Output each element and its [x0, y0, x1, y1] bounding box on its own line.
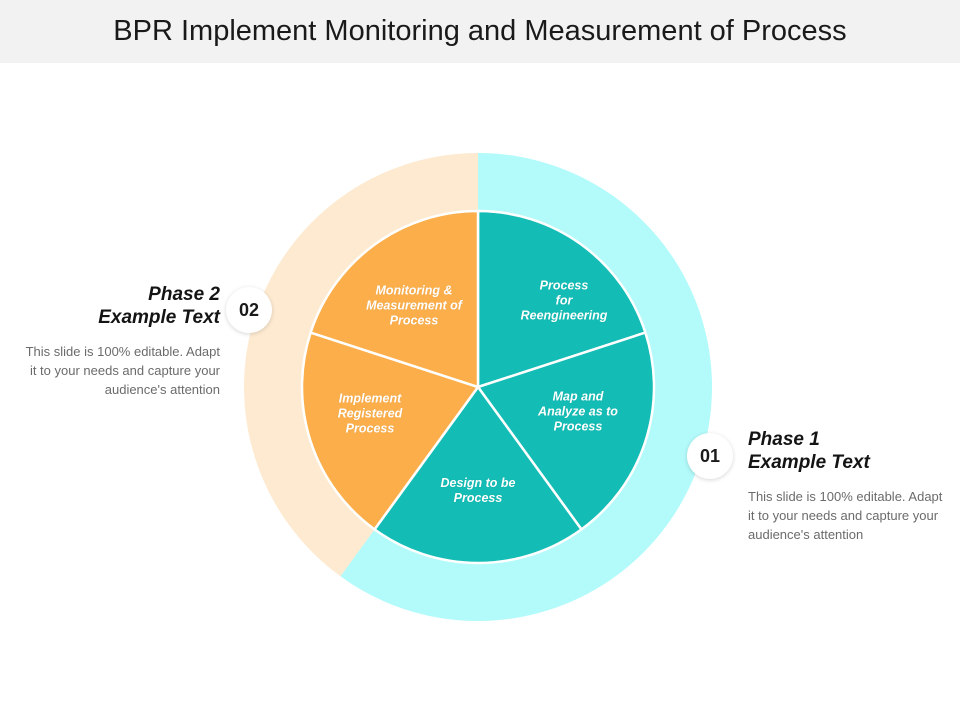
phase-2-heading: Phase 2 Example Text [98, 284, 220, 328]
pie-slice-map-and-analyze-as-to-process[interactable] [476, 331, 656, 531]
inner-pie-group [300, 209, 656, 565]
slice-label-monitoring-measurement-of-process: Monitoring & Measurement of Process [366, 283, 462, 328]
page-title: BPR Implement Monitoring and Measurement… [113, 15, 847, 47]
pie-wheel-diagram [243, 153, 712, 621]
slice-label-process-for-reengineering: Process for Reengineering [520, 278, 608, 323]
phase-2-callout: Phase 2 Example Text This slide is 100% … [24, 283, 220, 399]
slide-body: Process for Reengineering Map and Analyz… [0, 63, 960, 720]
pie-slice-process-for-reengineering[interactable] [476, 209, 647, 389]
slice-label-implement-registered-process: Implement Registered Process [337, 391, 403, 436]
phase-1-body-text: This slide is 100% editable. Adapt it to… [748, 489, 943, 542]
phase-1-callout: Phase 1 Example Text This slide is 100% … [748, 428, 944, 544]
header-band [0, 0, 960, 63]
phase-1-heading: Phase 1 Example Text [748, 429, 870, 473]
phase-2-body-text: This slide is 100% editable. Adapt it to… [25, 344, 220, 397]
slice-label-map-and-analyze-as-to-process: Map and Analyze as to Process [538, 389, 618, 434]
slice-label-design-to-be-process: Design to be Process [440, 476, 516, 505]
phase-2-number-badge[interactable]: 02 [226, 287, 272, 333]
phase-1-number-badge[interactable]: 01 [687, 433, 733, 479]
pie-slice-design-to-be-process[interactable] [373, 385, 583, 565]
pie-slice-monitoring-measurement-of-process[interactable] [309, 209, 480, 389]
pie-slice-implement-registered-process[interactable] [300, 331, 480, 531]
